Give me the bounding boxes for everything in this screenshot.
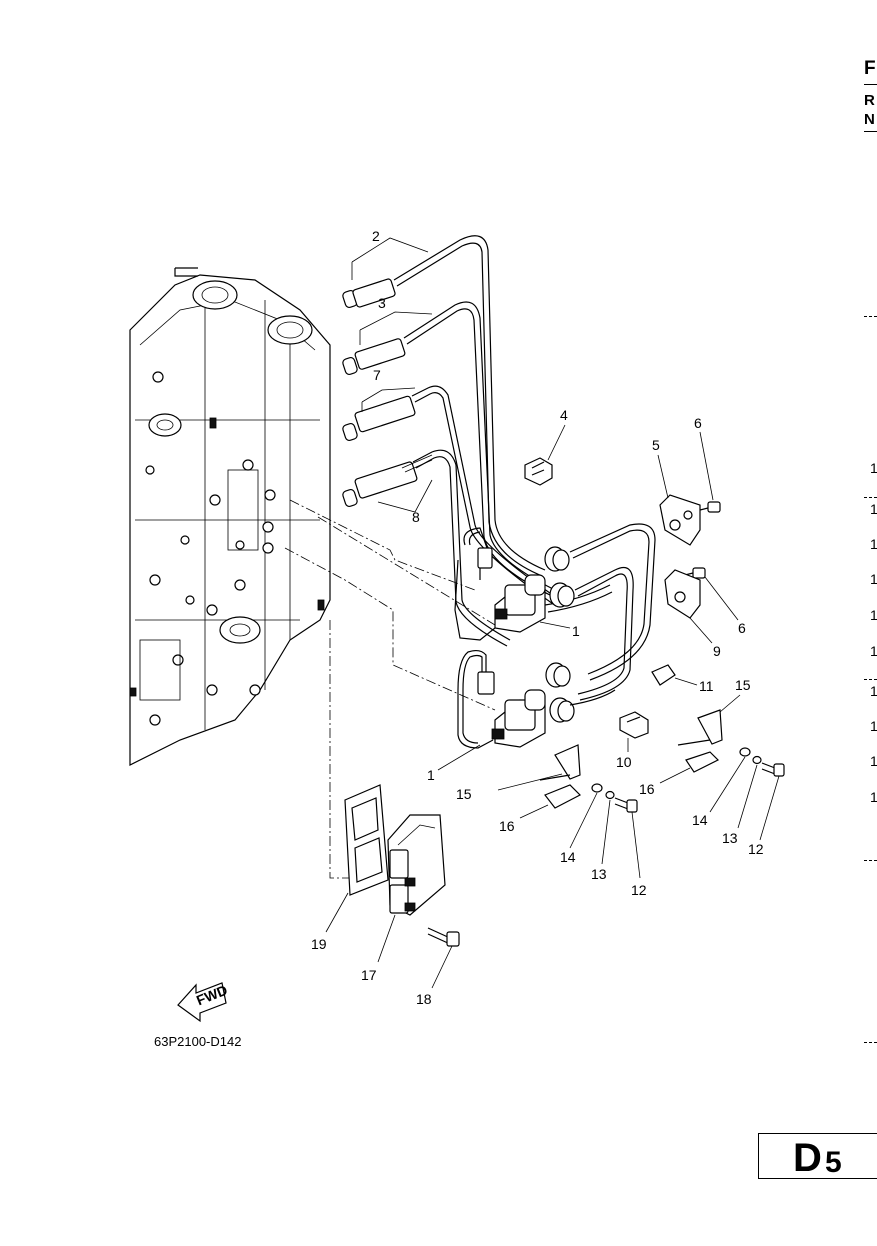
edge-dash: [864, 1042, 877, 1043]
callout-9: 9: [713, 643, 721, 659]
callout-19: 19: [311, 936, 327, 952]
callout-15-right: 15: [735, 677, 751, 693]
page-badge-letter: D: [793, 1136, 822, 1180]
callout-6-lower: 6: [738, 620, 746, 636]
edge-dash: [864, 316, 877, 317]
lockwasher-13-right: [737, 755, 762, 829]
callout-1-lower: 1: [427, 767, 435, 783]
edge-number: 1: [870, 607, 877, 623]
callout-7: 7: [373, 367, 381, 383]
gasket-19: [325, 784, 389, 933]
fwd-arrow-icon: FWD: [177, 982, 230, 1023]
callout-16-left: 16: [499, 818, 515, 834]
bracket-9: [664, 569, 713, 644]
edge-number: 1: [870, 683, 877, 699]
edge-letter-r: R: [864, 92, 875, 109]
callout-2: 2: [372, 228, 380, 244]
callouts: 1 1 2 3 4 5 6 6 7 8 9 10 11 12 12 13 13 …: [311, 228, 764, 1007]
callout-17: 17: [361, 967, 377, 983]
edge-number: 1: [870, 460, 877, 476]
callout-6-upper: 6: [694, 415, 702, 431]
screw-6-upper: [699, 431, 721, 513]
edge-number: 1: [870, 643, 877, 659]
bolt-12-right: [759, 762, 785, 841]
callout-14-left: 14: [560, 849, 576, 865]
edge-number: 1: [870, 571, 877, 587]
edge-number: 1: [870, 753, 877, 769]
edge-letter-f: F: [864, 58, 876, 79]
edge-number: 1: [870, 501, 877, 517]
assembly-lines: [284, 499, 496, 879]
clamp-10: [619, 711, 649, 752]
bracket-5: [657, 454, 701, 546]
edge-number: 1: [870, 789, 877, 805]
ht-cord-7: [342, 385, 561, 607]
plate-15-left: [497, 744, 581, 791]
ignition-coil-upper: [454, 523, 656, 701]
washer-14-left: [569, 783, 603, 849]
edge-dash: [864, 860, 877, 861]
page-badge-number: 5: [825, 1146, 842, 1179]
figure-code: 63P2100-D142: [154, 1034, 242, 1049]
edge-number: 1: [870, 718, 877, 734]
callout-1-upper: 1: [572, 623, 580, 639]
ht-cord-8: [342, 449, 511, 647]
callout-11: 11: [699, 678, 714, 694]
base-16-right: [659, 739, 720, 784]
ht-cord-3: [342, 301, 556, 597]
plate-15-right: [697, 694, 741, 745]
edge-rule: [864, 84, 877, 85]
edge-number: 1: [870, 536, 877, 552]
screw-6-lower: [684, 567, 739, 621]
edge-letter-n: N: [864, 111, 875, 128]
callout-5: 5: [652, 437, 660, 453]
callout-4: 4: [560, 407, 568, 423]
clip-4: [524, 424, 566, 486]
callout-14-right: 14: [692, 812, 708, 828]
callout-13-left: 13: [591, 866, 607, 882]
callout-12-left: 12: [631, 882, 647, 898]
ht-cord-2: [342, 235, 546, 577]
cord-leaders: [351, 237, 433, 513]
callout-15-left: 15: [456, 786, 472, 802]
callout-18: 18: [416, 991, 432, 1007]
bolt-12-left: [614, 797, 641, 879]
clip-11: [651, 664, 698, 686]
cylinder-block: [129, 267, 331, 766]
lockwasher-13-left: [601, 790, 615, 865]
edge-dash: [864, 497, 877, 498]
page-badge: D 5: [758, 1133, 877, 1180]
callout-16-right: 16: [639, 781, 655, 797]
edge-dash: [864, 679, 877, 680]
edge-rule: [864, 131, 877, 132]
washer-14-right: [709, 747, 751, 813]
callout-3: 3: [378, 295, 386, 311]
callout-10: 10: [616, 754, 632, 770]
cdi-unit-17: [377, 814, 446, 963]
callout-13-right: 13: [722, 830, 738, 846]
callout-8: 8: [412, 509, 420, 525]
ignition-coil-lower: [457, 649, 616, 749]
base-16-left: [519, 774, 582, 819]
callout-12-right: 12: [748, 841, 764, 857]
bolt-18: [427, 927, 460, 989]
